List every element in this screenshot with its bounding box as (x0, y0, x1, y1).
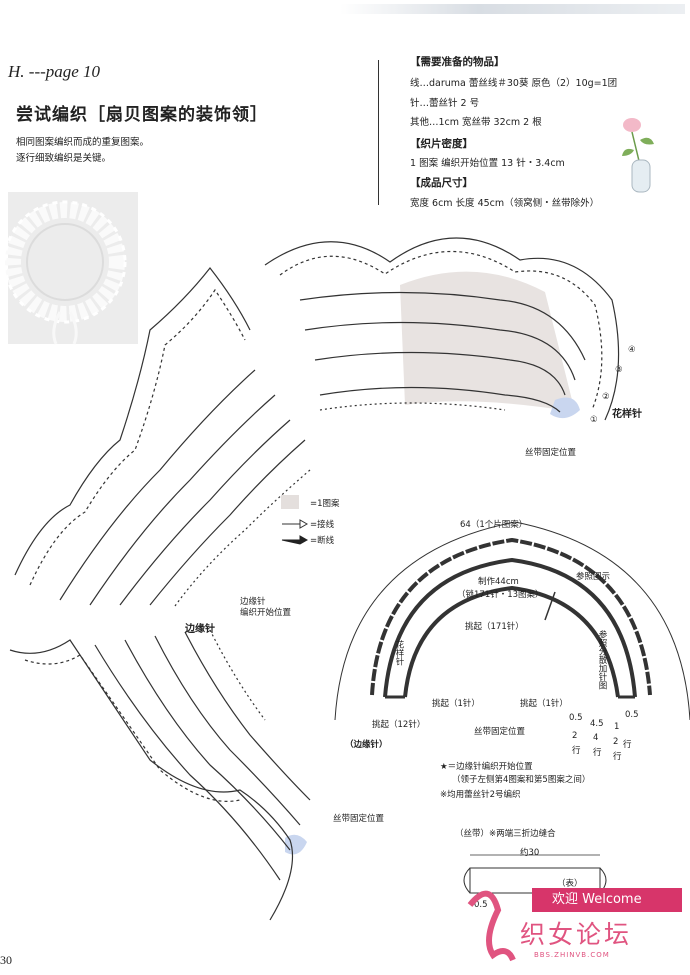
diagram-pickup-12: 挑起（12针） (372, 720, 426, 730)
materials-divider (378, 60, 379, 205)
legend-join: =接线 (310, 520, 335, 530)
rose-vase-icon (622, 118, 654, 193)
ribbon-position-top: 丝带固定位置 (525, 448, 577, 458)
diagram-edge: （边缘针） (345, 740, 388, 750)
density-heading: 【织片密度】 (410, 138, 473, 150)
pattern-chart-bottom (9, 629, 311, 921)
row-unit-a: 行 (572, 746, 581, 756)
ribbon-position-bottom: 丝带固定位置 (333, 814, 385, 824)
note-star-detail: （领子左侧第4图案和第5图案之间） (452, 775, 591, 785)
page-header-label: H. ---page 10 (8, 62, 101, 81)
diagram-pickup-1-right: 挑起（1针） (520, 699, 568, 709)
size-heading: 【成品尺寸】 (410, 177, 473, 189)
watermark-forum: 织女论坛 (520, 920, 633, 949)
diagram-reference: 参照图示 (576, 572, 611, 582)
ribbon-length: 约30 (520, 848, 540, 858)
edge-stitch-label: 边缘针 (185, 624, 215, 635)
diagram-refer-vertical: 参照分散加针图 (597, 630, 607, 690)
dim-0-5-right: 0.5 (625, 710, 639, 720)
row-unit-b: 行 (593, 748, 602, 758)
page-title: 尝试编织［扇贝图案的装饰领］ (16, 105, 268, 125)
diagram-pattern-vertical: 花样针 (394, 640, 404, 666)
legend-pattern: =1图案 (310, 499, 340, 509)
row-number-2: ② (602, 392, 610, 402)
ribbon-title: （丝带）※两端三折边缝合 (455, 829, 556, 839)
dim-2-rows-a: 2 (572, 731, 578, 741)
material-thread: 线…daruma 蕾丝线＃30葵 原色（2）10g=1团 (410, 78, 618, 89)
watermark-welcome: 欢迎 Welcome (532, 888, 682, 912)
join-icon (282, 519, 309, 529)
note-star: ★＝边缘针编织开始位置 (440, 762, 533, 772)
ribbon-side: （表） (557, 879, 583, 889)
row-number-3: ③ (615, 365, 623, 375)
pattern-chart-left (14, 267, 311, 607)
dim-1: 1 (614, 722, 620, 732)
materials-heading: 【需要准备的物品】 (410, 56, 505, 68)
pattern-stitch-label: 花样针 (612, 409, 642, 420)
dim-4-5: 4.5 (590, 719, 604, 729)
legend-pattern-swatch (281, 495, 299, 509)
cut-icon (281, 535, 309, 545)
ribbon-end-fold: 0.5 (474, 900, 488, 910)
diagram-pickup-171: 挑起（171针） (465, 622, 524, 632)
row-unit-c: 行 (613, 752, 622, 762)
note-hook: ※均用蕾丝针2号编织 (440, 790, 521, 800)
edge-start-label: 边缘针 编织开始位置 (240, 597, 292, 618)
row-number-1: ① (590, 415, 598, 425)
row-number-4: ④ (628, 345, 636, 355)
density-value: 1 图案 编织开始位置 13 针・3.4cm (410, 158, 565, 169)
dim-2-rows-b: 2 (613, 737, 619, 747)
size-value: 宽度 6cm 长度 45cm（领窝侧・丝带除外） (410, 198, 600, 209)
dim-4-rows: 4 (593, 733, 599, 743)
diagram-ribbon-pos: 丝带固定位置 (474, 727, 526, 737)
top-decoration-bar (340, 4, 685, 14)
material-hook: 针…蕾丝针 2 号 (410, 98, 480, 109)
diagram-width: 64（1个片图案） (460, 520, 528, 530)
diagram-pickup-1-left: 挑起（1针） (432, 699, 480, 709)
material-other: 其他…1cm 宽丝带 32cm 2 根 (410, 117, 542, 128)
collar-photo (3, 192, 138, 345)
pattern-chart-top (264, 237, 620, 421)
layout-diagram (334, 521, 690, 721)
legend-cut: =断线 (310, 536, 335, 546)
dim-0-5-left: 0.5 (569, 713, 583, 723)
intro-line-2: 逐行细致编织是关键。 (16, 153, 112, 164)
page-number: 30 (0, 953, 12, 967)
watermark-url: BBS.ZHINVB.COM (534, 951, 610, 959)
diagram-made: 制作44cm (478, 577, 519, 587)
intro-line-1: 相同图案编织而成的重复图案。 (16, 137, 150, 148)
diagram-made-sub: （锁171针・13图案） (457, 590, 544, 600)
row-unit-d: 行 (623, 740, 632, 750)
